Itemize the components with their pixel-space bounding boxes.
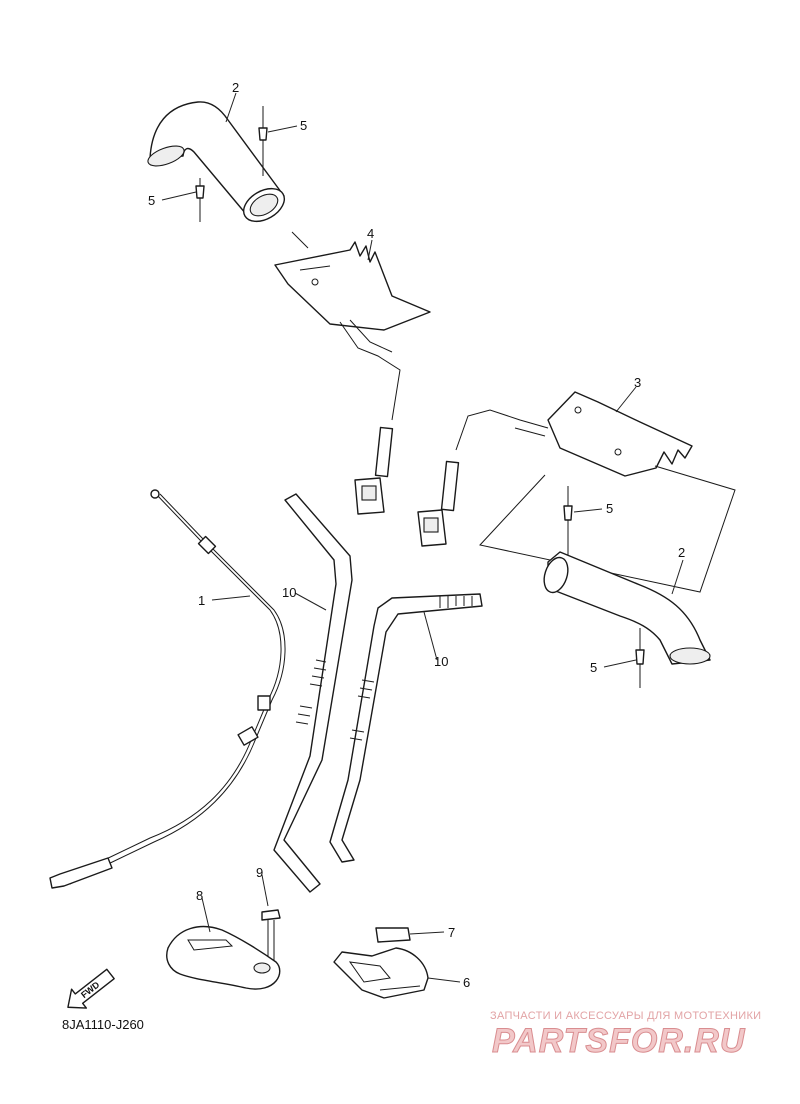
part-3-heater-plate [417, 391, 736, 593]
part-4-heater-plate [274, 241, 431, 515]
leader-lines [161, 92, 684, 983]
callout-9: 9 [256, 865, 263, 880]
callout-5-upper-right: 5 [300, 118, 307, 133]
part-7-pad [375, 927, 411, 943]
rivet-5-upper-b [195, 178, 205, 222]
callout-4: 4 [367, 226, 374, 241]
fwd-arrow-icon: FWD [67, 968, 115, 1009]
watermark-logo: PARTSFOR.RU [491, 1022, 746, 1061]
part-1-cable [49, 489, 286, 889]
callout-5-right: 5 [606, 501, 613, 516]
callouts: 2 5 5 4 3 5 2 5 1 10 10 9 8 7 6 [148, 80, 685, 990]
part-10-hose-left [273, 493, 353, 893]
callout-10-left: 10 [282, 585, 296, 600]
part-code: 8JA1110-J260 [62, 1017, 144, 1032]
rivet-5-upper-a [258, 106, 268, 176]
watermark-tagline: ЗАПЧАСТИ И АКСЕССУАРЫ ДЛЯ МОТОТЕХНИКИ [490, 1010, 762, 1022]
part-2-upper-grip [147, 101, 309, 249]
callout-5-upper-left: 5 [148, 193, 155, 208]
callout-1: 1 [198, 593, 205, 608]
callout-6: 6 [463, 975, 470, 990]
callout-2-right: 2 [678, 545, 685, 560]
part-2-right-grip [543, 551, 711, 665]
callout-2-upper: 2 [232, 80, 239, 95]
rivet-5-right-b [635, 628, 645, 688]
callout-3: 3 [634, 375, 641, 390]
rivet-5-right-a [563, 486, 573, 556]
callout-7: 7 [448, 925, 455, 940]
part-6-cover [333, 947, 429, 999]
callout-5-lower-right: 5 [590, 660, 597, 675]
callout-8: 8 [196, 888, 203, 903]
part-8-guard [166, 925, 281, 990]
callout-10-right: 10 [434, 654, 448, 669]
part-10-hose-right [329, 593, 483, 863]
